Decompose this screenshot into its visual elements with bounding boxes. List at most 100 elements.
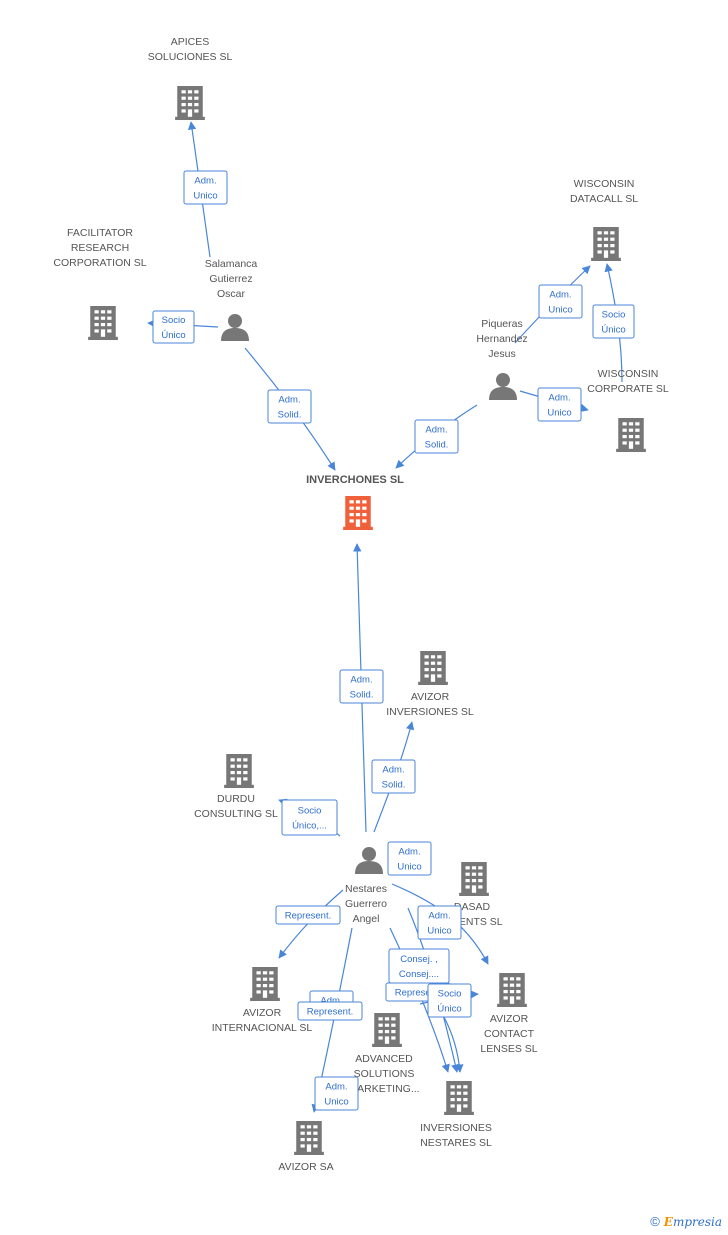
relation-label-r4[interactable]: Adm.Unico: [538, 284, 583, 319]
person-icon: [221, 314, 249, 341]
relation-label-r3[interactable]: Adm.Solid.: [267, 389, 312, 424]
relation-box: [152, 310, 195, 344]
relation-box: [297, 1001, 363, 1021]
relation-text: Adm.Solid.: [425, 425, 449, 451]
relation-box: [183, 170, 228, 205]
relation-text: Adm.Unico: [547, 393, 571, 419]
relation-text: Adm.Solid.: [350, 675, 374, 701]
relation-label-r6[interactable]: Adm.Unico: [537, 387, 582, 422]
relation-text: Adm.Unico: [548, 290, 572, 316]
relation-box: [592, 304, 635, 339]
relation-box: [414, 419, 459, 454]
building-icon: [224, 754, 254, 788]
relation-label-r12[interactable]: Represent.: [275, 905, 341, 925]
relation-label-r8[interactable]: Adm.Solid.: [339, 669, 384, 704]
building-icon: [250, 967, 280, 1001]
company-node-avizor-sa[interactable]: AVIZOR SA: [278, 1121, 334, 1173]
company-node-inverchones[interactable]: INVERCHONES SL: [306, 474, 404, 530]
relation-box: [314, 1076, 359, 1111]
relation-label-r7[interactable]: Adm.Solid.: [414, 419, 459, 454]
edges-layer: [147, 121, 623, 1113]
building-icon: [88, 306, 118, 340]
relation-box: [339, 669, 384, 704]
relation-text: Adm.Unico: [427, 911, 451, 937]
person-icon: [355, 847, 383, 874]
building-icon: [459, 862, 489, 896]
building-icon: [372, 1013, 402, 1047]
relation-label-r18[interactable]: Represent.: [297, 1001, 363, 1021]
company-label: INVERCHONES SL: [306, 474, 404, 486]
building-icon: [444, 1081, 474, 1115]
company-label: AVIZOR SA: [278, 1161, 333, 1173]
brand-logo-text: mpresia: [672, 1215, 722, 1229]
relation-box: [267, 389, 312, 424]
relation-label-r19[interactable]: Adm.Unico: [314, 1076, 359, 1111]
relation-label-r13[interactable]: Adm.Unico: [417, 905, 462, 940]
building-icon: [343, 496, 373, 530]
relation-box: [281, 799, 338, 836]
relation-text: Adm.Unico: [193, 176, 217, 202]
relation-box: [427, 983, 472, 1018]
relation-label-r1[interactable]: Adm.Unico: [183, 170, 228, 205]
building-icon: [294, 1121, 324, 1155]
relation-box: [387, 841, 432, 876]
relation-box: [537, 387, 582, 422]
building-icon: [616, 418, 646, 452]
relation-label-r14[interactable]: Consej. ,Consej....: [388, 948, 450, 984]
relation-text: Adm.Unico: [324, 1082, 348, 1108]
relation-box: [275, 905, 341, 925]
relation-box: [538, 284, 583, 319]
relation-label-r11[interactable]: Adm.Unico: [387, 841, 432, 876]
relation-text: Adm.Solid.: [382, 765, 406, 791]
person-icon: [489, 373, 517, 400]
relation-text: Represent.: [395, 988, 441, 999]
building-icon: [497, 973, 527, 1007]
brand-logo-e: E: [663, 1215, 673, 1229]
relation-text: Represent.: [285, 911, 331, 922]
building-icon: [175, 86, 205, 120]
relation-text: Consej. ,Consej....: [399, 954, 439, 980]
relation-text: Adm.: [320, 996, 342, 1007]
relation-text: Adm.Solid.: [278, 395, 302, 421]
building-icon: [591, 227, 621, 261]
relation-label-r9[interactable]: Adm.Solid.: [371, 759, 416, 794]
relation-text: Represent.: [307, 1007, 353, 1018]
copyright-icon: ©: [650, 1214, 660, 1229]
